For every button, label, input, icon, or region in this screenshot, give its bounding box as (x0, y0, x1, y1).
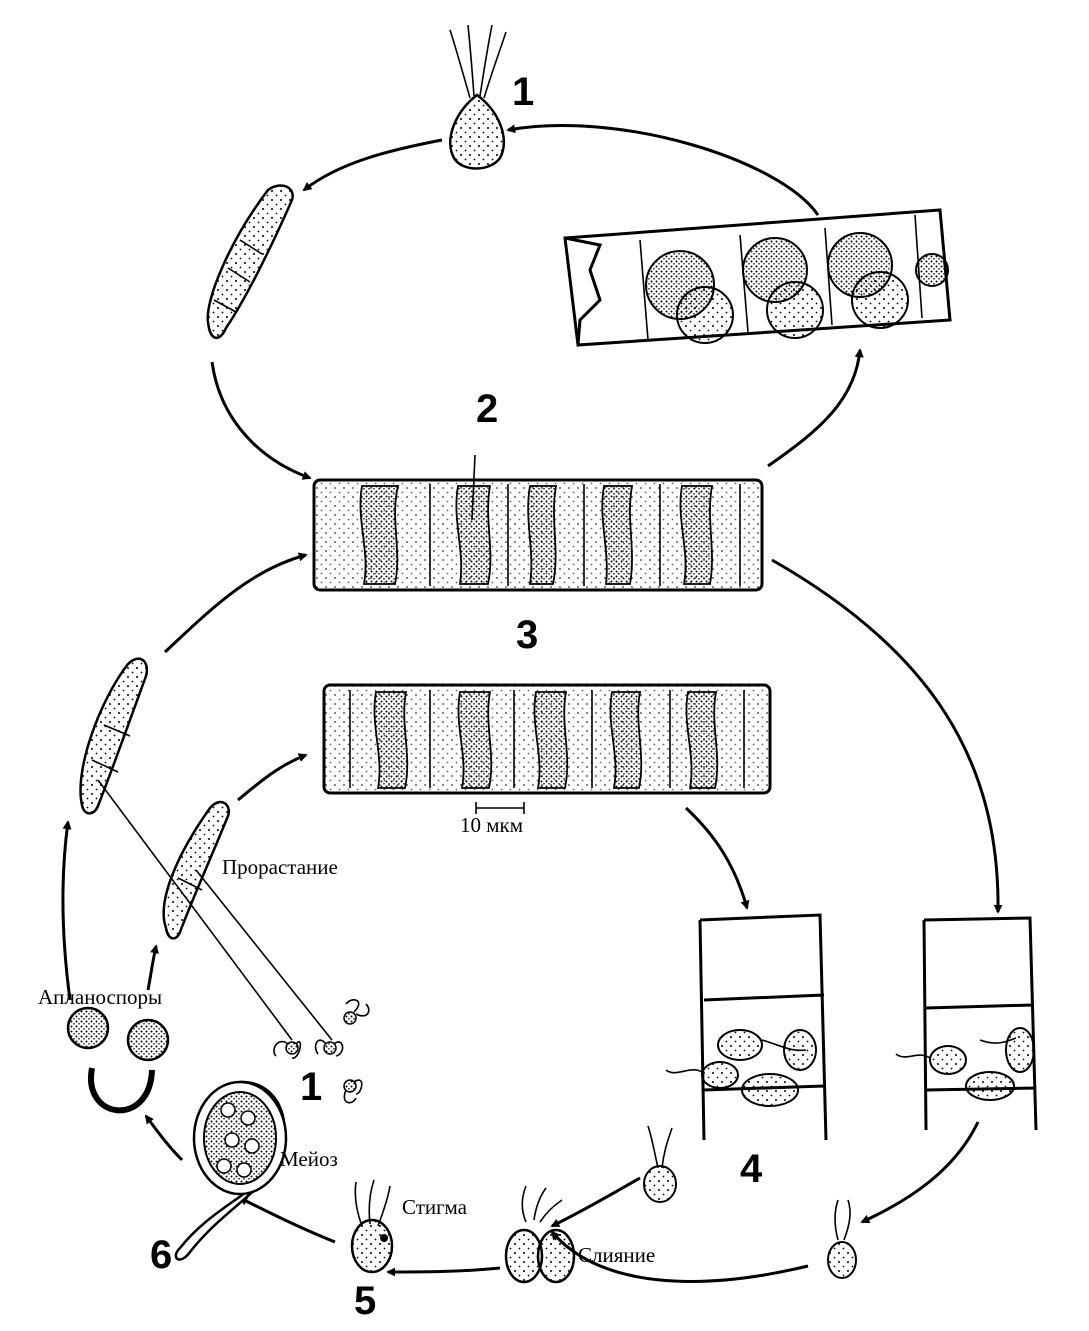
gametes-cluster (273, 999, 370, 1104)
aplanospores (66, 1006, 170, 1114)
aplanospores-label: Апланоспоры (38, 985, 162, 1009)
fusion-label: Слияние (578, 1243, 655, 1267)
label-number-1-top: 1 (512, 70, 534, 114)
stigma-label: Стигма (402, 1195, 468, 1219)
label-number-4: 4 (740, 1147, 763, 1191)
gamete-right (827, 1199, 857, 1279)
young-filament-upper (206, 184, 294, 339)
label-number-6: 6 (150, 1233, 172, 1277)
pointer-lines (97, 779, 333, 1041)
label-number-2: 2 (476, 387, 498, 431)
filament-upper (312, 454, 764, 592)
germination-label: Прорастание (222, 855, 338, 879)
zygospore (174, 1080, 288, 1261)
sporangial-filament (563, 208, 952, 347)
gamete-upper (643, 1125, 677, 1203)
filament-lower (322, 683, 772, 814)
label-number-1-bottom: 1 (300, 1065, 322, 1109)
label-number-5: 5 (354, 1279, 376, 1323)
gametangium-left (665, 913, 828, 1141)
scale-bar-label: 10 мкм (460, 813, 523, 837)
gametangium-right (895, 916, 1038, 1131)
meiosis-label: Мейоз (280, 1147, 338, 1171)
label-number-3: 3 (516, 613, 538, 657)
zygote-quadriflagellate (350, 1179, 394, 1274)
zoospore-top (449, 24, 507, 170)
germling-left (79, 657, 149, 815)
fusing-gametes (504, 1185, 576, 1284)
